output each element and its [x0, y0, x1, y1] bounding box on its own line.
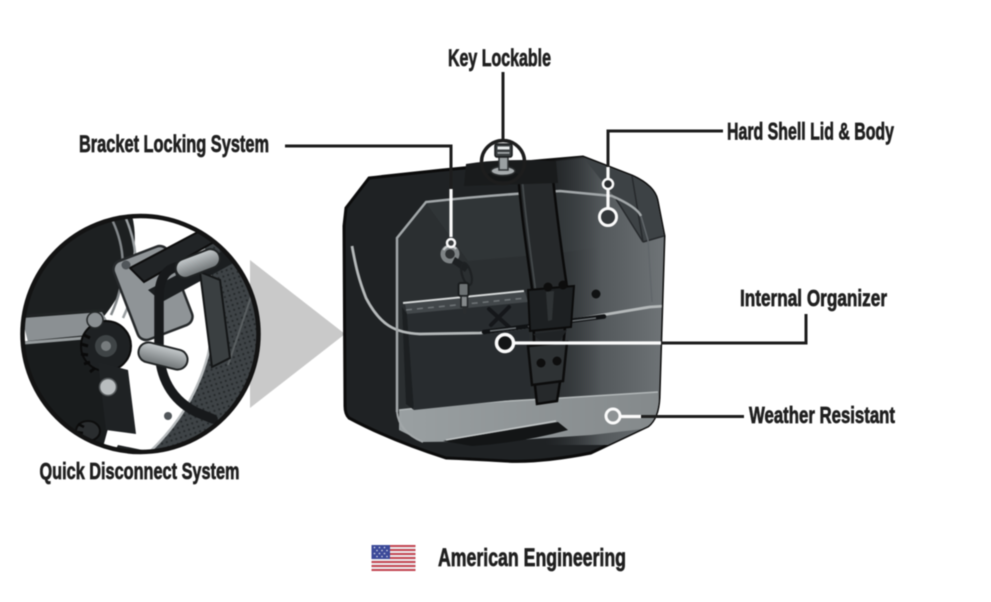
- svg-text:Weather Resistant: Weather Resistant: [749, 402, 895, 428]
- svg-text:Quick Disconnect System: Quick Disconnect System: [40, 458, 240, 484]
- svg-text:Bracket Locking System: Bracket Locking System: [79, 131, 269, 158]
- svg-text:Internal Organizer: Internal Organizer: [740, 285, 887, 311]
- svg-text:Hard Shell Lid & Body: Hard Shell Lid & Body: [727, 119, 894, 146]
- svg-text:Key Lockable: Key Lockable: [448, 45, 551, 72]
- svg-text:American Engineering: American Engineering: [438, 544, 626, 572]
